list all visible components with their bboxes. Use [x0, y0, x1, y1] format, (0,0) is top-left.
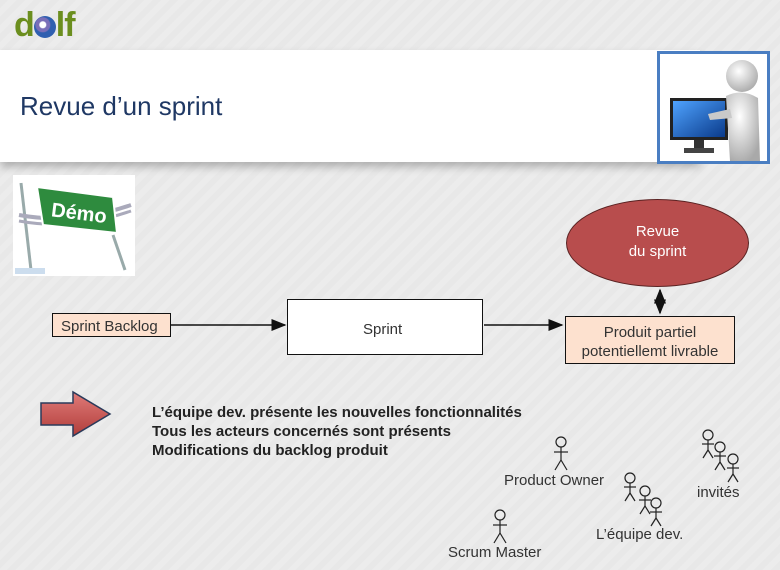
invites-label: invités: [697, 484, 740, 501]
produit-partiel-box: Produit partiel potentiellemt livrable: [565, 316, 735, 364]
produit-line2: potentiellemt livrable: [581, 343, 719, 360]
presenter-image: [657, 51, 770, 164]
revue-line1: Revue: [635, 223, 680, 240]
logo-o-mark: [33, 16, 56, 38]
demo-sign-image: Démo: [13, 175, 135, 276]
title-band: [0, 50, 700, 162]
bullet-line: Modifications du backlog produit: [152, 442, 388, 459]
scrum-master-label: Scrum Master: [448, 544, 542, 561]
revue-line2: du sprint: [628, 243, 687, 260]
sprint-backlog-box: Sprint Backlog: [52, 313, 171, 337]
bullet-line: Tous les acteurs concernés sont présents: [152, 423, 451, 440]
stick-figures-equipe-dev: [624, 472, 662, 527]
sprint-backlog-label: Sprint Backlog: [61, 318, 158, 335]
produit-line1: Produit partiel: [603, 324, 697, 341]
revue-du-sprint-oval: Revue du sprint: [566, 199, 749, 287]
sprint-box: Sprint: [287, 299, 483, 355]
stick-figure-scrum-master: [493, 509, 507, 544]
presenter-icon: [670, 60, 760, 161]
page-title: Revue d’un sprint: [20, 91, 223, 121]
equipe-dev-label: L’équipe dev.: [596, 526, 684, 543]
stick-figures-invites: [702, 429, 739, 483]
bullet-line: L’équipe dev. présente les nouvelles fon…: [152, 404, 522, 421]
stick-figure-product-owner: [554, 436, 568, 471]
red-block-arrow: [40, 390, 112, 438]
sprint-label: Sprint: [363, 321, 403, 338]
bullet-text-block: L’équipe dev. présente les nouvelles fon…: [152, 403, 522, 460]
product-owner-label: Product Owner: [504, 472, 605, 489]
